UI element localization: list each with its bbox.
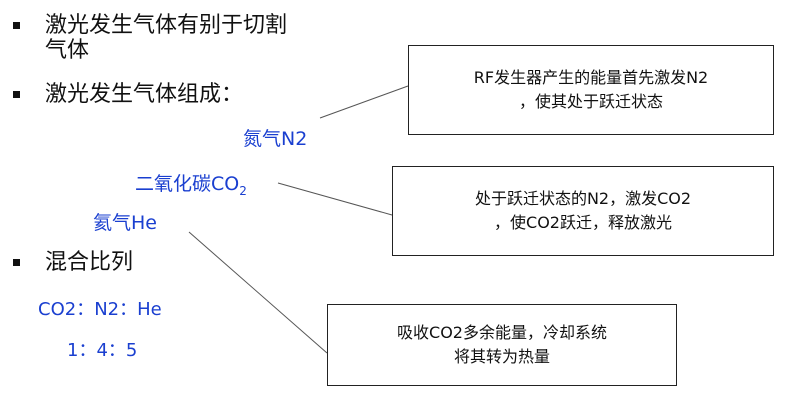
bullet-marker [13,91,20,98]
callout-co2: 处于跃迁状态的N2，激发CO2 ，使CO2跃迁，释放激光 [392,166,774,256]
ratio-values: 1：4：5 [67,340,138,361]
gas-co2: 二氧化碳CO2 [135,169,247,198]
connector-co2 [277,182,393,216]
callout-text: ，使其处于跃迁状态 [518,92,663,111]
bullet-text: 激光发生气体有别于切割 [45,13,288,38]
bullet-marker [13,22,20,29]
callout-text: 吸收CO2多余能量，冷却系统 [397,323,607,342]
callout-text: RF发生器产生的能量首先激发N2 [473,68,709,87]
ratio-labels: CO2：N2：He [38,299,162,320]
bullet-mix-ratio: 混合比列 [45,250,134,275]
connector-he [188,231,328,354]
bullet-gas-composition: 激光发生气体组成： [45,82,244,107]
callout-n2: RF发生器产生的能量首先激发N2 ，使其处于跃迁状态 [408,45,774,135]
callout-text: 将其转为热量 [453,347,550,366]
callout-he: 吸收CO2多余能量，冷却系统将其转为热量 [327,304,677,386]
bullet-text: 气体 [45,38,90,63]
bullet-marker [13,259,20,266]
gas-co2-label: 二氧化碳CO [135,173,240,195]
gas-co2-subscript: 2 [239,183,247,198]
callout-text: 处于跃迁状态的N2，激发CO2 [474,189,692,208]
gas-n2: 氮气N2 [243,128,308,150]
connector-n2 [319,85,409,119]
bullet-gas-difference: 激光发生气体有别于切割 气体 [45,13,287,63]
gas-he: 氦气He [93,212,157,234]
callout-text: ，使CO2跃迁，释放激光 [494,213,672,232]
